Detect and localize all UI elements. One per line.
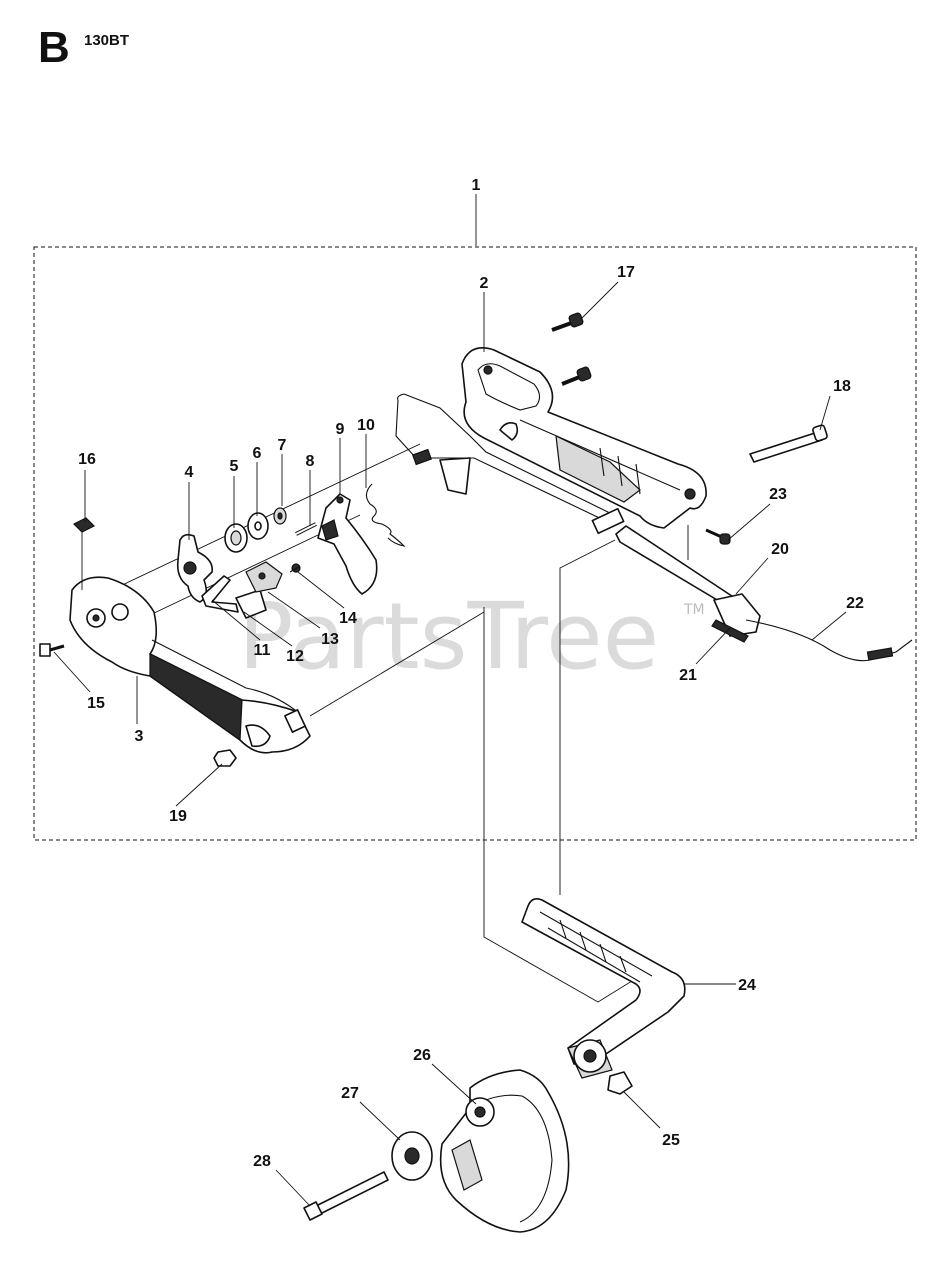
- front-handle: [521, 898, 686, 1079]
- callout-1: 1: [472, 177, 481, 194]
- cable-guide: [395, 393, 625, 535]
- callout-5: 5: [230, 458, 239, 475]
- bolt-28: [303, 1171, 389, 1221]
- callout-2: 2: [480, 275, 489, 292]
- callout-17: 17: [617, 264, 635, 281]
- callout-23: 23: [769, 486, 787, 503]
- throttle-trigger: [317, 493, 378, 595]
- callout-18: 18: [833, 378, 851, 395]
- callout-22: 22: [846, 595, 864, 612]
- callout-10: 10: [357, 417, 375, 434]
- callout-12: 12: [286, 648, 304, 665]
- callout-3: 3: [135, 728, 144, 745]
- housing-upper: [461, 347, 707, 529]
- watermark-text: PartsTree: [238, 583, 659, 690]
- callout-21: 21: [679, 667, 697, 684]
- callout-4: 4: [185, 464, 194, 481]
- screw-23: [705, 528, 731, 545]
- callout-28: 28: [253, 1153, 271, 1170]
- callout-labels: 1 2 3 4 5 6 7 8 9 10 11 12 13 14 15 16 1…: [78, 177, 864, 1170]
- callout-13: 13: [321, 631, 339, 648]
- callout-leaders: [53, 194, 847, 1207]
- screws-17: [551, 312, 592, 386]
- small-hardware: [224, 507, 287, 553]
- nut-19: [213, 749, 237, 767]
- screw-15: [39, 643, 65, 657]
- callout-25: 25: [662, 1132, 680, 1149]
- housing-lower: [69, 576, 311, 754]
- callout-14: 14: [339, 610, 357, 627]
- knob-27: [391, 1131, 433, 1181]
- handle-clamp: [439, 1069, 570, 1233]
- callout-7: 7: [278, 437, 287, 454]
- callout-11: 11: [254, 642, 271, 659]
- callout-16: 16: [78, 451, 96, 468]
- section-letter: B: [38, 23, 70, 72]
- callout-6: 6: [253, 445, 262, 462]
- assembly-boundary: [33, 246, 917, 841]
- switch-parts: [201, 561, 301, 619]
- callout-24: 24: [738, 977, 756, 994]
- callout-26: 26: [413, 1047, 431, 1064]
- pin: [295, 522, 317, 536]
- nut-25: [607, 1071, 633, 1095]
- plug-21: [711, 619, 749, 643]
- throttle-cable: [745, 619, 913, 662]
- model-label: 130BT: [84, 32, 130, 49]
- callout-20: 20: [771, 541, 789, 558]
- callout-9: 9: [336, 421, 345, 438]
- clip: [72, 517, 96, 533]
- spring: [365, 483, 406, 547]
- callout-19: 19: [169, 808, 187, 825]
- callout-27: 27: [341, 1085, 359, 1102]
- bolt-18: [749, 424, 828, 463]
- watermark-tm: TM: [683, 602, 705, 618]
- callout-15: 15: [87, 695, 105, 712]
- callout-8: 8: [306, 453, 315, 470]
